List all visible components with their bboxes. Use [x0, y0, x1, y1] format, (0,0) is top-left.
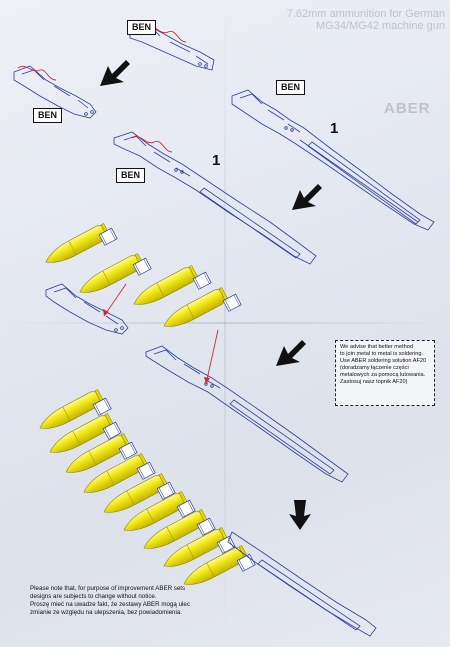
arrow-icon [276, 340, 306, 366]
advice-line: metalowych za pomocą lutowania. [340, 372, 426, 378]
header-title-line: 7.62mm ammunition for German [286, 8, 445, 20]
cartridge-group-upper-left [41, 222, 152, 300]
advice-line: (doradzamy łączenie części [340, 365, 409, 371]
step-number: 1 [330, 120, 339, 137]
step-number: 1 [212, 152, 221, 169]
ben-label: BEN [127, 20, 157, 35]
change-notice: Please note that, for purpose of improve… [30, 585, 270, 617]
header-title-line: MG34/MG42 machine gun [315, 20, 445, 32]
cartridge-group-upper-right [129, 264, 242, 334]
link-strip-long-bottom [227, 531, 377, 637]
notice-line: designs are subjects to change without n… [30, 593, 157, 600]
advice-line: Use ABER soldering solution AF20 [340, 358, 427, 364]
advice-line: We advise that better method [340, 344, 413, 350]
brand-logo: ABER [384, 100, 431, 117]
arrow-icon [100, 60, 130, 86]
arrow-icon [289, 500, 311, 530]
link-strip-long-middle [113, 131, 317, 265]
red-pointer-line [205, 329, 219, 385]
red-pointer-line [103, 283, 127, 317]
soldering-advice-box: We advise that better method to join met… [335, 340, 435, 406]
header-title: 7.62mm ammunition for German MG34/MG42 m… [250, 8, 445, 32]
ben-label: BEN [33, 108, 63, 123]
link-part-small-mid-left [45, 283, 129, 335]
link-strip-long-right [231, 89, 435, 231]
ben-label: BEN [116, 168, 146, 183]
link-part-small-left [13, 65, 97, 119]
fold-crease-vertical [224, 0, 226, 647]
fold-crease-horizontal [0, 322, 450, 324]
notice-line: Proszę mieć na uwadze fakt, że zestawy A… [30, 601, 190, 608]
advice-line: to join metal to metal is soldering. [340, 351, 424, 357]
notice-line: zmianie ze względu na ulepszenia, bez po… [30, 609, 183, 616]
link-strip-long-lower [145, 345, 349, 483]
ben-label: BEN [276, 80, 306, 95]
arrow-icon [292, 184, 322, 210]
notice-line: Please note that, for purpose of improve… [30, 585, 186, 592]
advice-line: Zastosuj nasz topnik AF20) [340, 379, 408, 385]
cartridge-belt-assembled [35, 388, 256, 592]
